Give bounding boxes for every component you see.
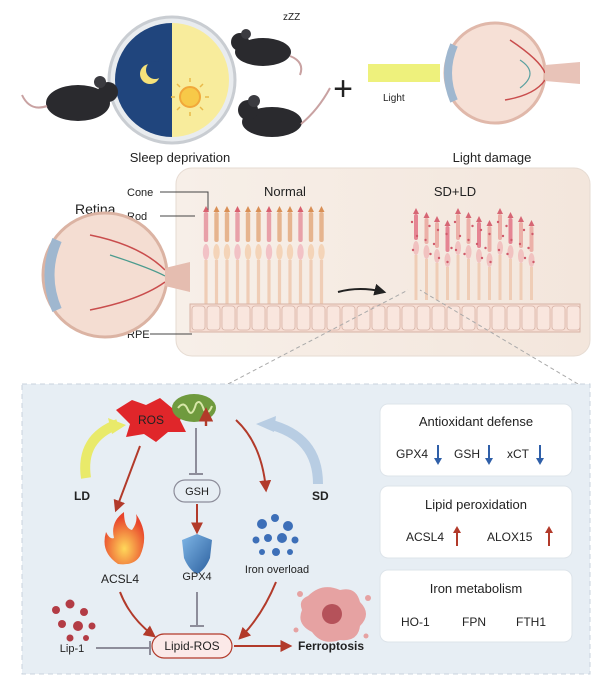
normal-label: Normal — [264, 184, 306, 199]
mouse-icon — [238, 87, 331, 137]
lipid-ros-pill — [151, 633, 233, 659]
ferroptosis-label: Ferroptosis — [298, 639, 364, 653]
cone-label: Cone — [127, 187, 153, 199]
sdld-label: SD+LD — [434, 184, 476, 199]
photoreceptor-cell — [255, 206, 262, 304]
photoreceptor-cell — [484, 220, 493, 300]
plus-sign: + — [333, 70, 353, 108]
photoreceptor-cell — [223, 206, 231, 304]
photoreceptor-cell — [518, 216, 527, 300]
zoom-line-right — [419, 289, 579, 385]
iron-to-lipid-arrow — [238, 581, 277, 640]
sd-label: SD — [312, 489, 329, 503]
lip1-particles-icon — [52, 599, 96, 642]
gpx4-shield-icon — [182, 534, 212, 574]
ros-to-iron-arrow — [235, 419, 272, 493]
mitochondrion-icon — [172, 394, 216, 422]
light-damage-illustration: Light Light damage — [368, 21, 580, 165]
photoreceptor-cell — [527, 220, 535, 300]
ferroptosis-cell-icon — [293, 587, 371, 642]
sun-icon — [179, 86, 201, 108]
photoreceptor-cell — [475, 216, 484, 300]
photoreceptor-cell — [213, 206, 220, 304]
zoom-line-left — [227, 289, 409, 385]
photoreceptor-cell — [202, 206, 210, 304]
day-half — [172, 23, 229, 137]
eye-icon — [443, 21, 580, 125]
antioxidant-item-xct: xCT — [507, 447, 530, 461]
photoreceptor-cell — [463, 212, 474, 300]
gpx4-node-label: GPX4 — [182, 571, 211, 583]
iron-overload-label: Iron overload — [245, 564, 309, 576]
progression-arrow — [337, 283, 387, 296]
gsh-pill — [173, 479, 221, 503]
photoreceptor-cell — [505, 212, 514, 300]
lipid-title: Lipid peroxidation — [425, 497, 527, 512]
eye-cross-section — [41, 211, 190, 339]
iron-card — [379, 569, 573, 643]
mouse-icon — [21, 76, 118, 121]
photoreceptor-cell — [276, 206, 283, 304]
photoreceptor-cell — [318, 206, 325, 304]
normal-photoreceptors — [202, 206, 325, 304]
photoreceptor-cell — [297, 206, 304, 304]
lipid-item-alox15: ALOX15 — [487, 530, 533, 544]
sleep-deprivation-label: Sleep deprivation — [130, 150, 230, 165]
antioxidant-item-gsh: GSH — [454, 447, 480, 461]
photoreceptor-cell — [496, 208, 505, 300]
photoreceptor-cell — [423, 212, 432, 300]
light-bar-label: Light — [383, 93, 405, 104]
ld-label: LD — [74, 489, 90, 503]
photoreceptor-cell — [265, 206, 273, 304]
retina-section: Retina Cone Rod RPE Normal SD+LD — [41, 167, 591, 357]
ros-to-acsl4-arrow — [113, 445, 141, 513]
lipid-ros-label: Lipid-ROS — [164, 639, 219, 653]
photoreceptor-cell — [234, 206, 241, 304]
light-bar — [368, 64, 440, 82]
fire-icon — [104, 512, 145, 565]
sd-arrow — [266, 419, 323, 485]
iron-item-fth1: FTH1 — [516, 615, 546, 629]
mouse-icon — [231, 29, 303, 76]
iron-metabolism-panel: Iron metabolism HO-1 FPN FTH1 — [379, 569, 573, 643]
sleep-deprivation-illustration: zZZ Sleep deprivation — [21, 12, 331, 165]
gsh-node-label: GSH — [185, 486, 209, 498]
iron-particles-icon — [252, 514, 299, 556]
iron-title: Iron metabolism — [430, 581, 522, 596]
photoreceptor-cell — [444, 220, 453, 300]
lipid-card — [379, 485, 573, 559]
damaged-photoreceptors — [410, 208, 535, 300]
lipid-item-acsl4: ACSL4 — [406, 530, 444, 544]
antioxidant-item-gpx4: GPX4 — [396, 447, 428, 461]
acsl4-to-lipid-arrow — [119, 591, 156, 638]
antioxidant-defense-panel: Antioxidant defense GPX4 GSH xCT — [379, 403, 573, 477]
photoreceptor-cell — [432, 216, 441, 300]
antioxidant-card — [379, 403, 573, 477]
photoreceptor-cell — [286, 206, 294, 304]
photoreceptor-cell — [410, 208, 419, 300]
lipid-peroxidation-panel: Lipid peroxidation ACSL4 ALOX15 — [379, 485, 573, 559]
photoreceptor-cell — [307, 206, 315, 304]
antioxidant-title: Antioxidant defense — [419, 414, 533, 429]
lip1-label: Lip-1 — [60, 643, 84, 655]
zzz-text: zZZ — [283, 12, 300, 23]
iron-item-fpn: FPN — [462, 615, 486, 629]
acsl4-node-label: ACSL4 — [101, 572, 139, 586]
ros-label: ROS — [138, 413, 164, 427]
iron-item-ho1: HO-1 — [401, 615, 430, 629]
ros-burst — [116, 398, 190, 442]
photoreceptor-cell — [453, 208, 462, 300]
rpe-layer — [189, 303, 581, 333]
light-damage-label: Light damage — [453, 150, 532, 165]
photoreceptor-cell — [244, 206, 252, 304]
cone-pointer-line — [160, 191, 209, 212]
